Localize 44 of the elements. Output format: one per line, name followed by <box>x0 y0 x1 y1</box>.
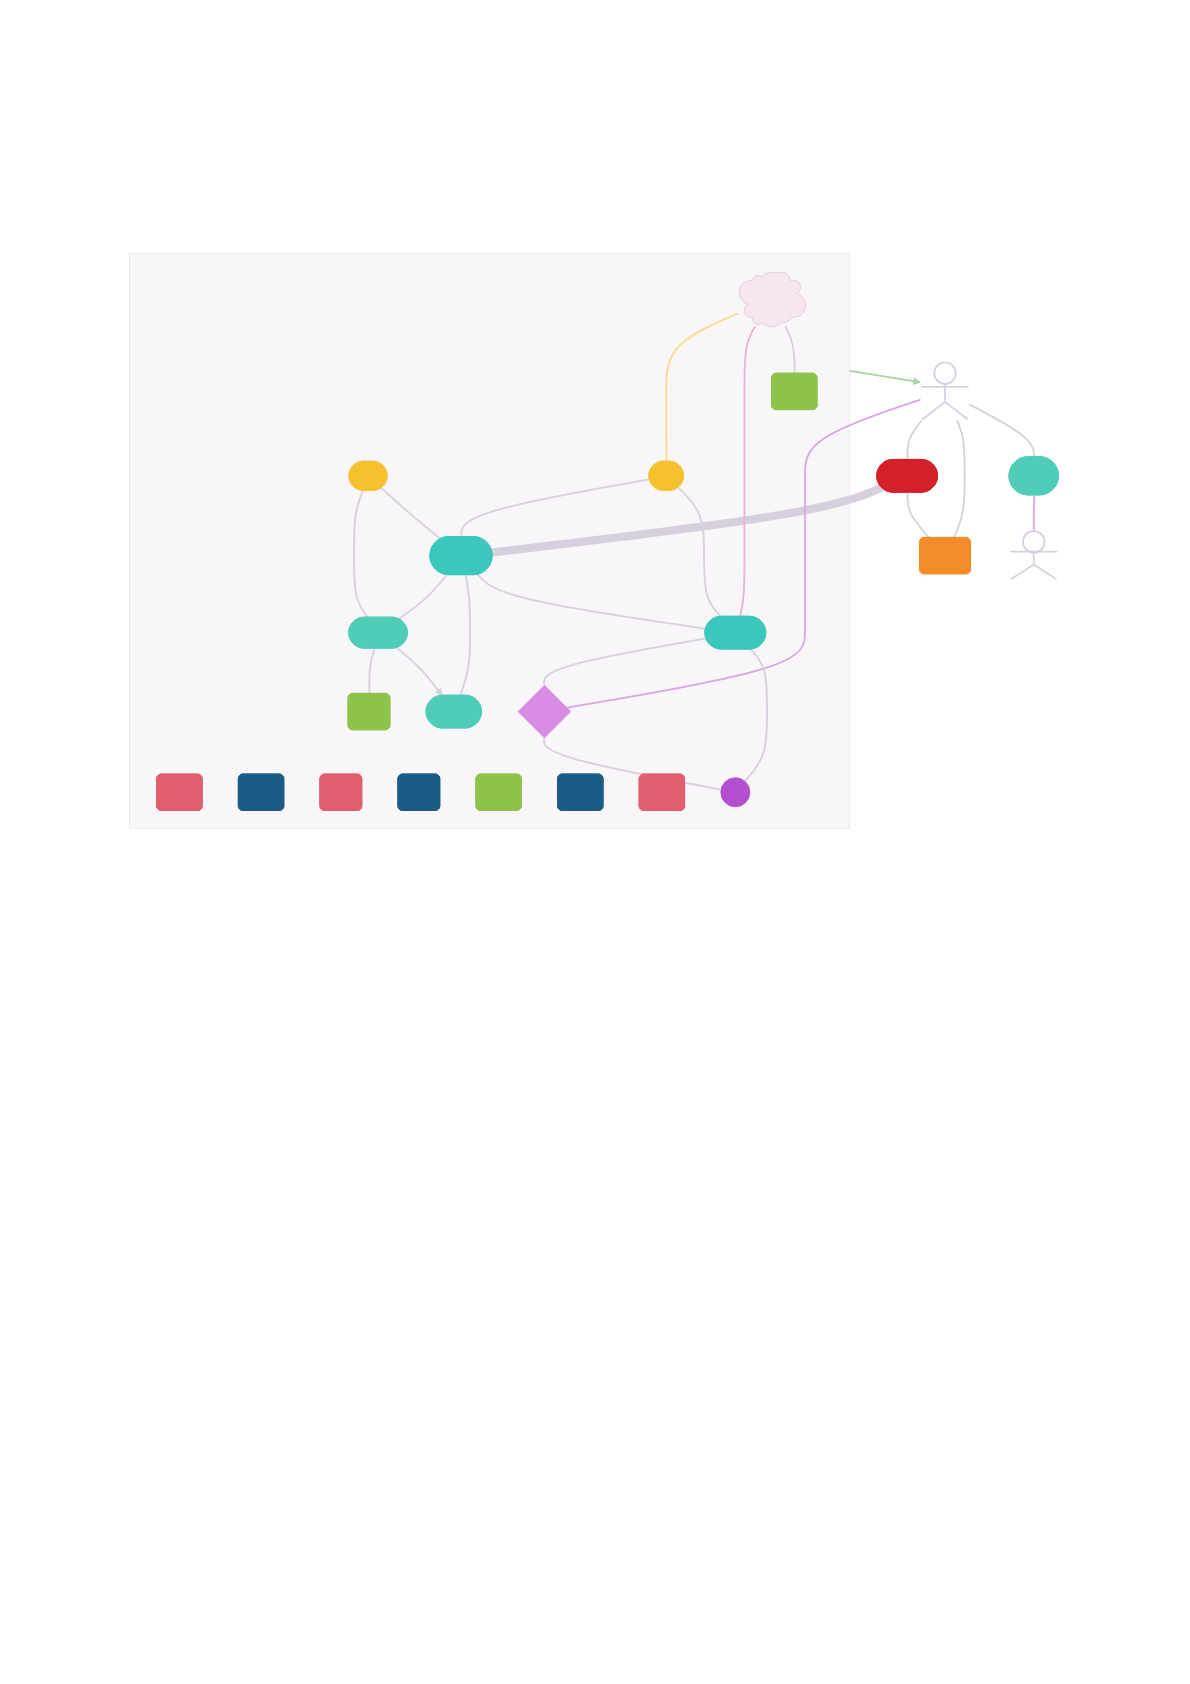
connector-line <box>491 482 884 556</box>
arrow <box>848 369 921 385</box>
box-node <box>919 536 971 574</box>
connector-line <box>906 418 923 460</box>
connector-line <box>784 324 796 374</box>
box-node <box>319 772 363 810</box>
decision-diamond <box>517 683 572 738</box>
connector-line <box>380 486 442 540</box>
oval-node <box>1008 455 1059 495</box>
oval-node <box>429 535 493 575</box>
connector-line <box>543 735 722 790</box>
connector-line <box>368 646 376 694</box>
connector-line <box>665 311 740 462</box>
box-node <box>771 371 818 410</box>
box-node <box>156 772 203 810</box>
connector-line <box>744 647 768 782</box>
oval-node <box>348 459 388 490</box>
box-node <box>397 772 441 810</box>
connector-line <box>460 477 651 537</box>
oval-node <box>876 458 938 492</box>
box-node <box>557 772 604 810</box>
connector-line <box>677 485 722 617</box>
person-figure <box>920 360 970 420</box>
box-node <box>475 772 522 810</box>
group-box <box>129 252 850 828</box>
box-node <box>347 692 391 730</box>
circle-node <box>720 776 751 807</box>
cloud-shape <box>738 270 807 327</box>
connector-line <box>906 490 931 538</box>
connector-line <box>353 488 369 618</box>
connector-line <box>952 418 966 538</box>
connector-line <box>1032 493 1036 531</box>
connector-line <box>459 573 471 696</box>
connector-line <box>968 402 1036 458</box>
box-node <box>638 772 685 810</box>
oval-node <box>648 459 684 490</box>
person-figure <box>1009 529 1059 580</box>
connector-line <box>477 572 707 629</box>
box-node <box>237 772 285 810</box>
arrow <box>395 646 443 696</box>
connector-line <box>543 636 708 686</box>
connector-line <box>565 397 922 708</box>
connector-line <box>739 324 757 617</box>
connector-line <box>397 573 448 619</box>
